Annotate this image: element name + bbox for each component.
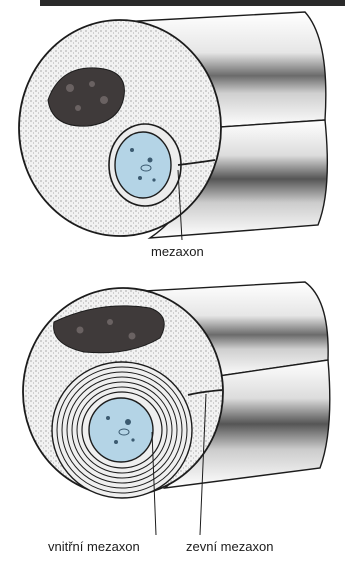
- outer-mesaxon-label: zevní mezaxon: [186, 539, 273, 554]
- lower-cylinder: vnitřní mezaxon zevní mezaxon: [23, 282, 330, 554]
- upper-cylinder-end-face: [19, 20, 221, 236]
- lower-axon: [89, 398, 153, 462]
- upper-cylinder: mezaxon: [19, 12, 327, 259]
- top-edge-strip: [40, 0, 345, 6]
- upper-axon: [115, 132, 171, 198]
- mesaxon-label: mezaxon: [151, 244, 204, 259]
- inner-mesaxon-label: vnitřní mezaxon: [48, 539, 140, 554]
